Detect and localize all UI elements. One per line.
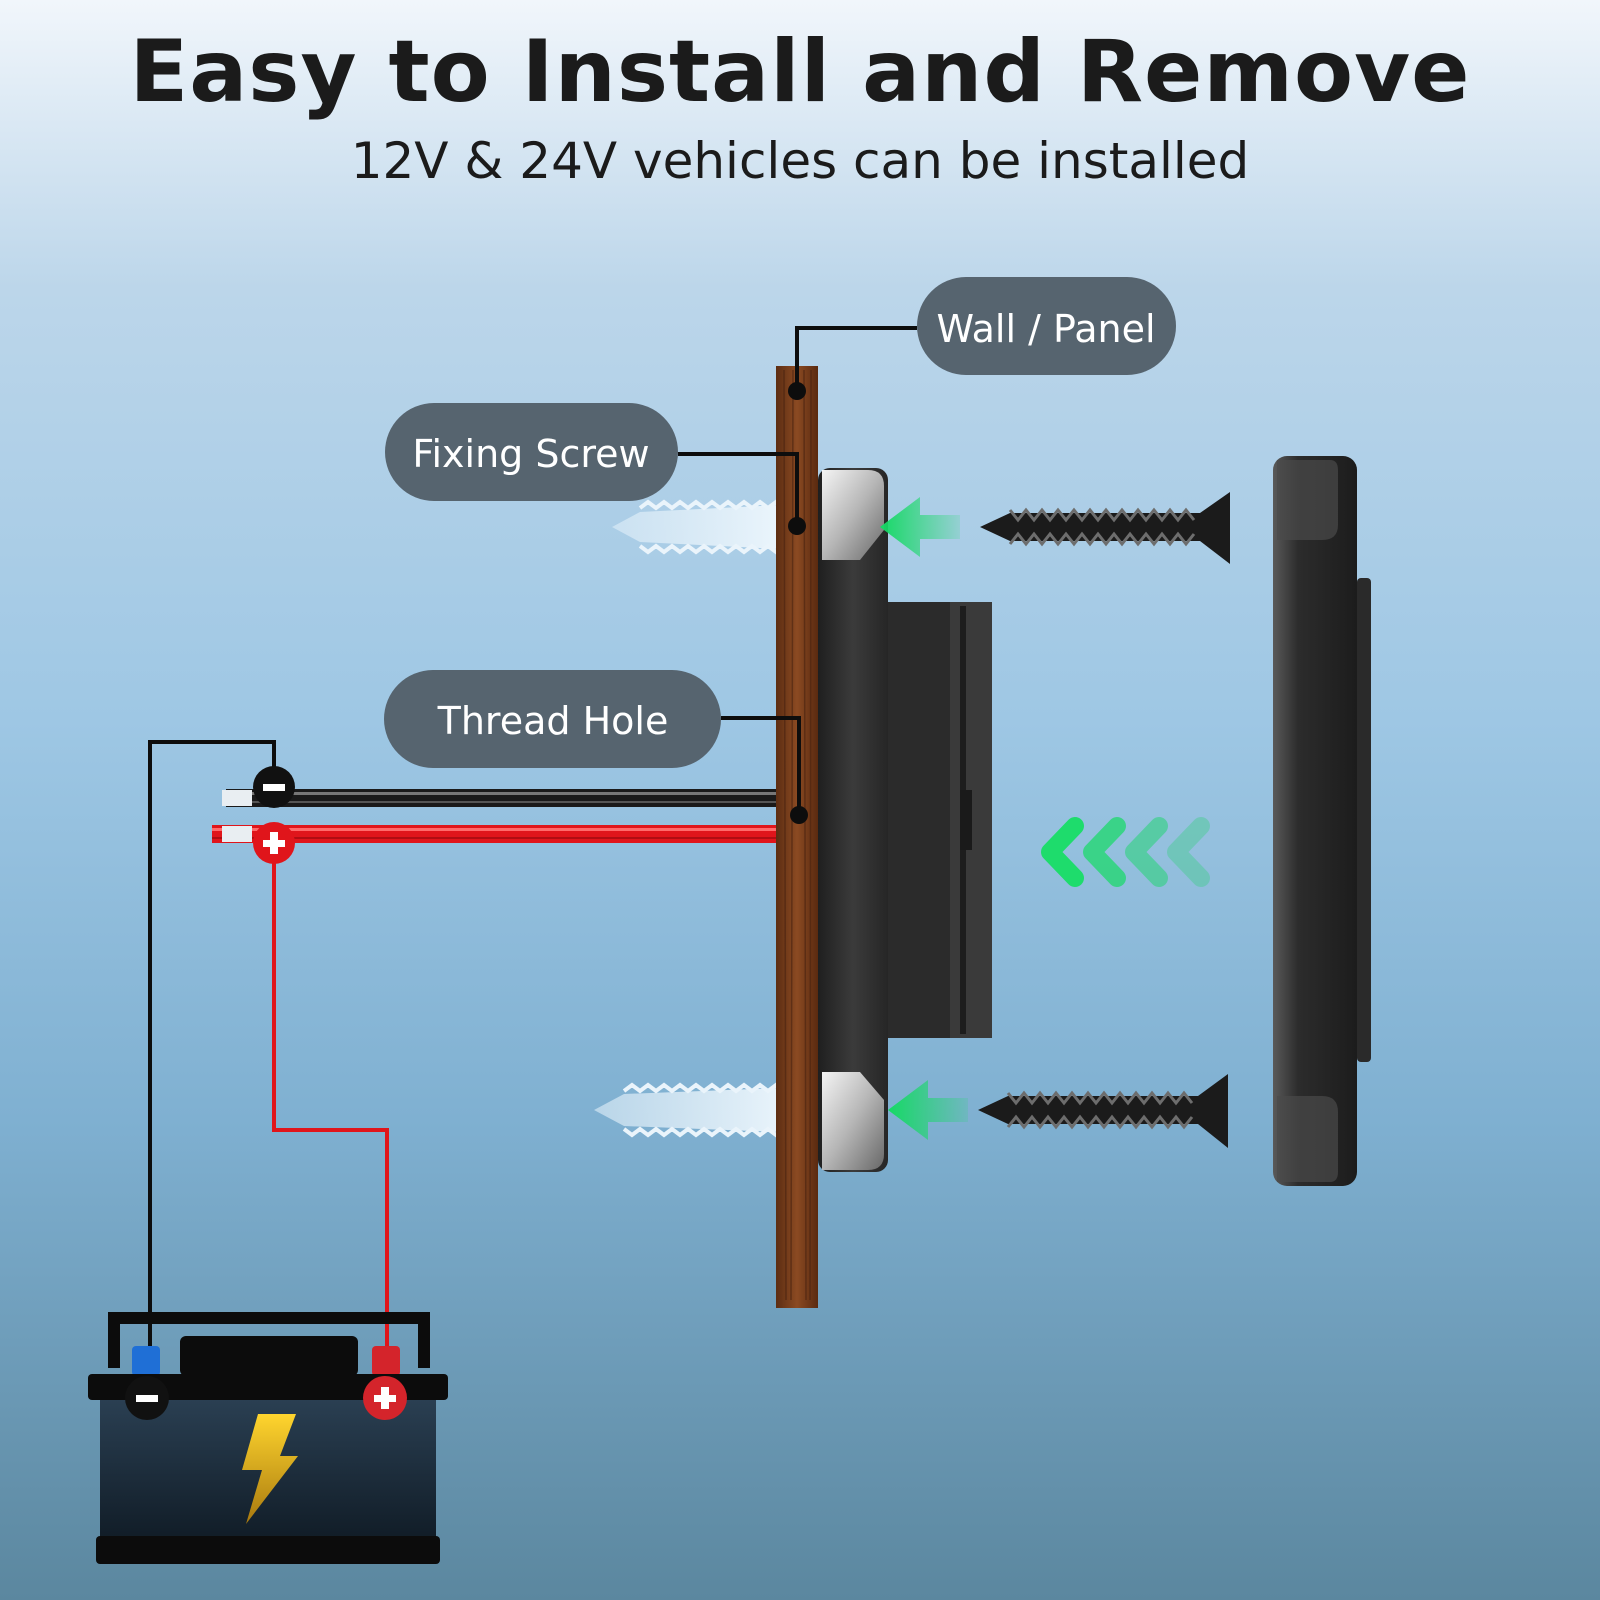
lightning-bolt-icon <box>242 1414 298 1524</box>
green-arrow-icon <box>880 497 960 557</box>
callout-leaders <box>678 326 917 815</box>
ghost-screw-bottom <box>594 1082 786 1138</box>
battery-cable-positive <box>272 842 389 1348</box>
battery-cable-negative <box>148 740 276 1348</box>
front-bezel <box>1273 456 1371 1186</box>
minus-circle-icon <box>125 1376 169 1420</box>
chevron-left-icon <box>1041 817 1210 887</box>
ghost-screw-top <box>612 499 786 555</box>
screw-bottom <box>978 1074 1228 1148</box>
page-title: Easy to Install and Remove <box>129 22 1471 122</box>
minus-circle-icon <box>253 766 295 808</box>
callout-wall-panel: Wall / Panel <box>917 277 1176 375</box>
callout-thread-hole: Thread Hole <box>384 670 721 768</box>
callout-wall-panel-label: Wall / Panel <box>936 307 1155 351</box>
screw-top <box>980 492 1230 564</box>
green-arrow-icon <box>888 1080 968 1140</box>
callout-fixing-screw: Fixing Screw <box>385 403 678 501</box>
page-subtitle: 12V & 24V vehicles can be installed <box>350 132 1250 190</box>
plus-circle-icon <box>363 1376 407 1420</box>
wire-red <box>212 825 778 843</box>
callout-fixing-screw-label: Fixing Screw <box>412 432 649 476</box>
callout-dots <box>788 382 808 824</box>
callout-thread-hole-label: Thread Hole <box>437 699 669 743</box>
plus-circle-icon <box>253 822 295 864</box>
socket-housing <box>818 468 992 1172</box>
wire-black <box>222 789 778 807</box>
